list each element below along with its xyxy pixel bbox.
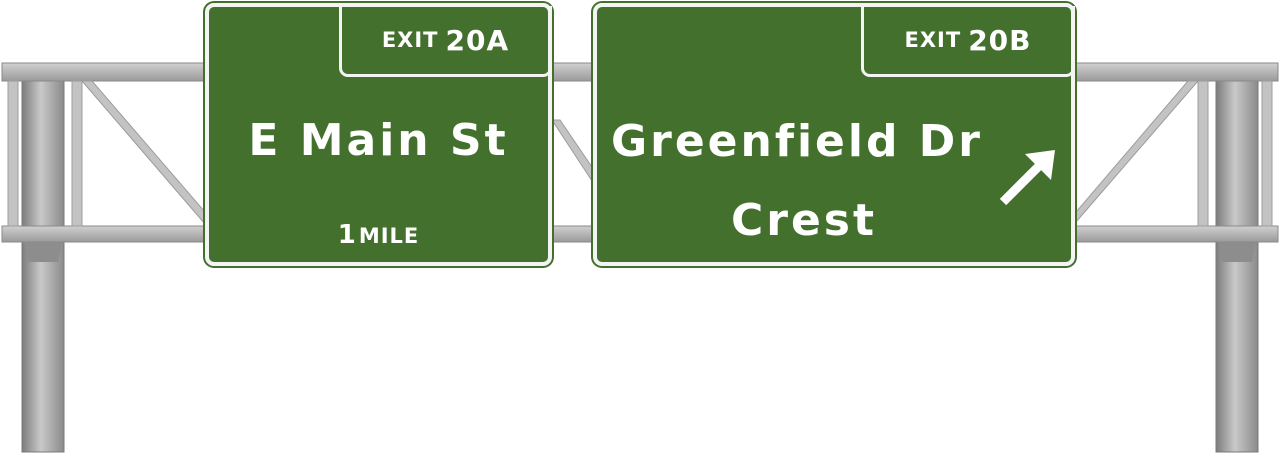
right-truss-web	[1075, 80, 1273, 227]
right-support-post	[1215, 79, 1259, 453]
destination-label: E Main St	[248, 115, 509, 166]
left-support-post	[21, 79, 65, 453]
exit-20b-tab: EXIT 20B	[861, 6, 1075, 77]
exit-word-label: EXIT	[904, 28, 962, 52]
exit-word-label: EXIT	[381, 28, 439, 52]
distance-unit: MILE	[358, 224, 420, 248]
distance-value: 1	[337, 220, 356, 250]
destination-line-1: Greenfield Dr	[611, 116, 984, 167]
destination-line-2: Crest	[730, 195, 878, 246]
exit-number-label: 20B	[968, 23, 1032, 57]
exit-20a-tab: EXIT 20A	[339, 6, 552, 77]
exit-20b-sign: EXIT 20B Greenfield Dr Crest	[593, 3, 1075, 266]
center-truss-web	[551, 119, 595, 186]
diagonal-up-right-arrow-icon	[999, 150, 1055, 206]
exit-number-label: 20A	[445, 23, 510, 57]
